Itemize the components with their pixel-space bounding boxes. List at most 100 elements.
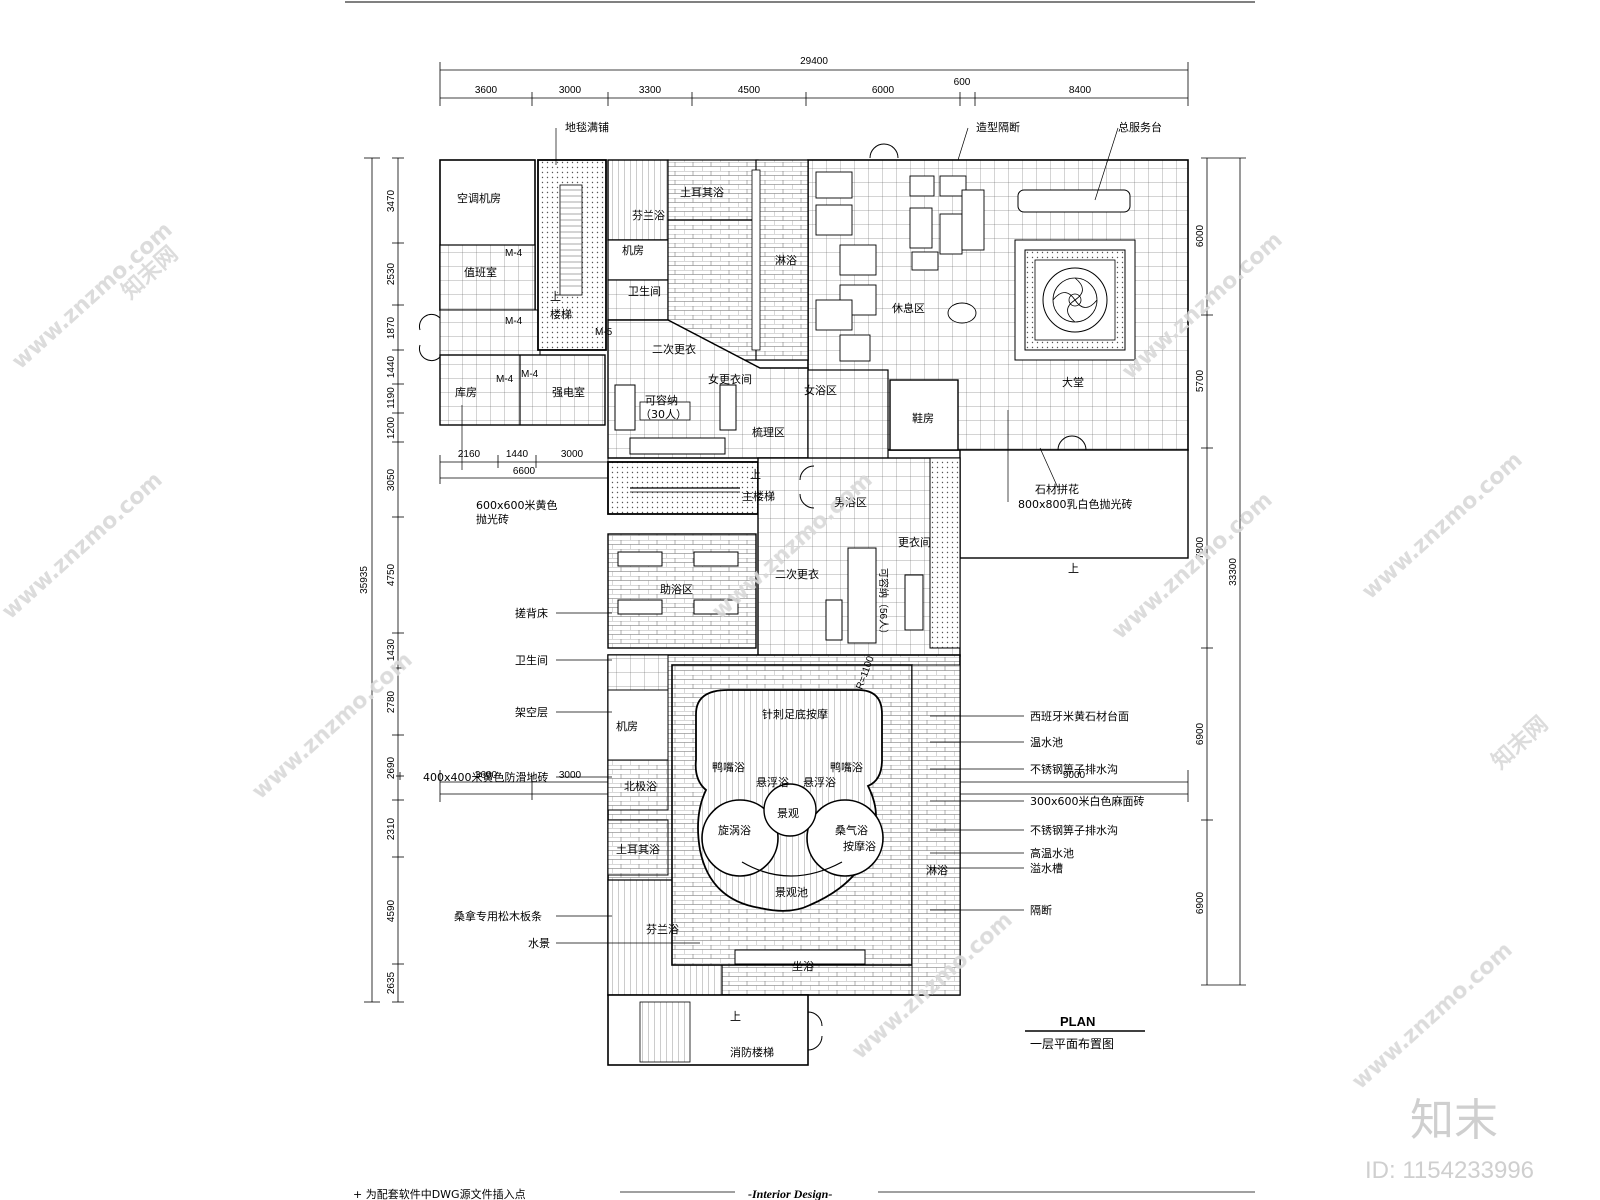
corridor-nw <box>439 309 541 356</box>
dim-right-2: 5700 <box>1195 369 1206 392</box>
room-float-2: 悬浮浴 <box>803 776 836 789</box>
footer-note: + 为配套软件中DWG源文件插入点 <box>353 1187 526 1200</box>
dim-left-12: 2310 <box>386 817 397 840</box>
dim-inner-1: 2160 <box>458 449 481 460</box>
callout-tile800: 800x800乳白色抛光砖 <box>1018 497 1133 511</box>
room-float-1: 悬浮浴 <box>756 776 789 789</box>
room-needle: 针刺足底按摩 <box>762 707 828 721</box>
callout-r8: 隔断 <box>1030 903 1052 917</box>
dim-inner-total: 6600 <box>513 466 536 477</box>
dim-top-2: 3000 <box>559 85 582 96</box>
dim-left-11: 2690 <box>386 756 397 779</box>
dim-left-13: 4590 <box>386 899 397 922</box>
dim-left-total: 35935 <box>359 566 370 594</box>
room-mbath: 男浴区 <box>834 496 867 509</box>
callout-waterscape: 水景 <box>528 937 550 950</box>
fire-stair <box>607 994 809 1066</box>
room-turkish-2: 土耳其浴 <box>616 843 660 856</box>
entrance-terrace <box>959 449 1189 559</box>
room-shower-2: 淋浴 <box>926 864 948 877</box>
callout-stone: 石材拼花 <box>1035 482 1079 496</box>
callout-leaders <box>461 127 1119 944</box>
room-duck-2: 鸭嘴浴 <box>830 761 863 774</box>
brand-logo-text: 知末 <box>1410 1095 1498 1146</box>
steam-massage-bath <box>806 799 884 877</box>
callout-tile400: 400x400米黄色防滑地砖 <box>423 770 549 784</box>
dim-left-14: 2635 <box>386 971 397 994</box>
dim-inner-3: 3000 <box>561 449 584 460</box>
dim-left-10: 2780 <box>386 690 397 713</box>
door-m5: M-5 <box>595 327 613 338</box>
watermark-url-2: www.znzmo.com <box>0 468 168 625</box>
landscape-feature <box>763 783 817 837</box>
dim-left-4: 1440 <box>386 355 397 378</box>
right-dimensions <box>1201 157 1246 986</box>
room-lock-f: 女更衣间 <box>708 372 752 386</box>
dim-left-9: 1430 <box>386 638 397 661</box>
dim-right-total: 33300 <box>1228 558 1239 586</box>
room-store: 库房 <box>455 386 477 399</box>
dim-bottom-1: 3600 <box>475 770 498 781</box>
shoe-room <box>889 379 959 451</box>
plan-title-en: PLAN <box>1060 1014 1095 1029</box>
dim-right-1: 6000 <box>1195 224 1206 247</box>
scrub-beds <box>617 551 739 615</box>
sitting-bath-bench <box>734 949 866 965</box>
watermark-cn-2: 知末网 <box>1487 711 1553 774</box>
callout-r1: 西班牙米黄石材台面 <box>1030 709 1129 723</box>
room-lobby: 大堂 <box>1062 375 1084 389</box>
stone-medallion <box>1014 239 1136 361</box>
insert-point-marker <box>396 772 404 780</box>
callout-sauna-wood: 桑拿专用松木板条 <box>454 909 542 923</box>
room-change2a: 二次更衣 <box>652 342 696 356</box>
room-whirl: 旋涡浴 <box>718 823 751 837</box>
dim-top-5: 6000 <box>872 85 895 96</box>
dim-left-5: 1190 <box>386 387 397 409</box>
dim-bottom-2: 3000 <box>559 770 582 781</box>
dim-left-3: 1870 <box>386 316 397 339</box>
room-up3: 上 <box>730 1010 741 1023</box>
door-m4c: M-4 <box>496 374 514 385</box>
callout-r5: 不锈钢箅子排水沟 <box>1030 823 1118 837</box>
callout-tile600-1: 600x600米黄色 <box>476 498 558 512</box>
mech-room-1 <box>607 239 669 281</box>
watermark-url-9: www.znzmo.com <box>1347 938 1517 1095</box>
whirlpool-bath <box>701 799 779 877</box>
dim-top-6: 600 <box>954 77 971 88</box>
room-mstair: 主楼梯 <box>742 489 775 503</box>
callout-raised: 架空层 <box>515 705 548 719</box>
dim-bottom-6: 9000 <box>1063 770 1086 781</box>
room-change2b: 二次更衣 <box>775 567 819 581</box>
women-changing-room <box>607 319 809 459</box>
room-cap-m: 可容纳（56人） <box>877 568 890 639</box>
callout-r4: 300x600米白色麻面砖 <box>1030 794 1145 808</box>
room-up2: 上 <box>750 468 761 481</box>
room-stair1: 楼梯 <box>550 307 572 321</box>
rest-area-sofas <box>815 171 985 362</box>
dim-top-4: 4500 <box>738 85 761 96</box>
door-m4a: M-4 <box>505 248 523 259</box>
dim-left-2: 2530 <box>386 262 397 285</box>
plan-title-cn: 一层平面布置图 <box>1030 1037 1114 1051</box>
door-m4b: M-4 <box>505 316 523 327</box>
room-shower-1: 淋浴 <box>775 254 797 267</box>
shower-strip <box>755 159 809 361</box>
dim-left-1: 3470 <box>386 189 397 212</box>
dim-left-8: 4750 <box>386 563 397 586</box>
dim-right-3: 7800 <box>1195 536 1206 559</box>
dim-top-3: 3300 <box>639 85 662 96</box>
finnish-bath-1 <box>607 159 669 241</box>
room-mech-2: 机房 <box>616 719 638 733</box>
watermark-url-1: www.znzmo.com <box>7 218 177 375</box>
room-fbath: 女浴区 <box>804 383 837 397</box>
callout-r7: 溢水槽 <box>1030 861 1063 875</box>
room-mech-1: 机房 <box>622 243 644 257</box>
room-rest: 休息区 <box>892 301 925 315</box>
dim-right-5: 6900 <box>1195 891 1206 914</box>
callout-tile600-2: 抛光砖 <box>476 512 509 526</box>
room-assist: 助浴区 <box>660 582 693 596</box>
room-cap-n: （30人） <box>640 408 687 421</box>
room-turkish-1: 土耳其浴 <box>680 186 724 199</box>
callout-r6: 高温水池 <box>1030 846 1074 860</box>
room-finnish-1: 芬兰浴 <box>632 209 665 222</box>
